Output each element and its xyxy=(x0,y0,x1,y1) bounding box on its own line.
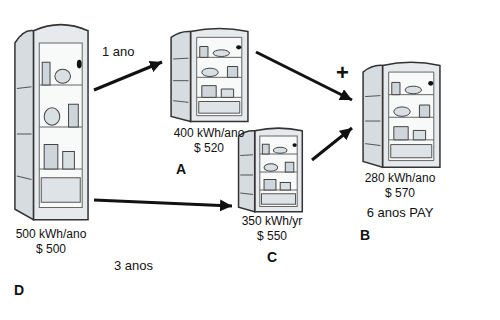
node-text: $ 500 xyxy=(36,242,66,257)
picture-space xyxy=(232,122,312,214)
refrigerator-node: 500 kWh/ano$ 500D xyxy=(8,15,94,298)
edge-label: 3 anos xyxy=(112,258,155,273)
flow-arrow xyxy=(94,62,162,90)
node-text: $ 570 xyxy=(385,186,415,201)
refrigerator-node: 350 kWh/yr$ 550C xyxy=(232,122,312,265)
option-letter: A xyxy=(176,162,186,177)
picture-space xyxy=(352,55,448,171)
flow-arrow xyxy=(256,52,352,100)
edge-label: 1 ano xyxy=(100,44,137,59)
node-text: $ 520 xyxy=(194,141,224,156)
refrigerator-illustration xyxy=(171,29,248,122)
node-text: 500 kWh/ano xyxy=(16,227,87,242)
plus-sign: + xyxy=(336,62,349,84)
node-text: 350 kWh/yr xyxy=(242,214,303,229)
option-letter: D xyxy=(14,283,24,298)
refrigerator-node: 400 kWh/ano$ 520A xyxy=(162,22,256,177)
refrigerator-illustration xyxy=(363,62,440,167)
refrigerator-node: 280 kWh/ano$ 570 6 anos PAY B xyxy=(352,55,448,243)
node-text: $ 550 xyxy=(257,229,287,244)
flow-arrow xyxy=(312,128,352,160)
refrigerator-illustration xyxy=(239,128,303,212)
refrigerator-illustration xyxy=(15,25,88,220)
picture-space xyxy=(8,15,94,227)
option-letter: C xyxy=(267,250,277,265)
flow-arrow xyxy=(94,200,232,206)
option-letter: B xyxy=(360,228,370,243)
node-text: 400 kWh/ano xyxy=(174,126,245,141)
node-text: 6 anos PAY xyxy=(367,205,434,220)
node-text: 280 kWh/ano xyxy=(365,171,436,186)
picture-space xyxy=(162,22,256,126)
